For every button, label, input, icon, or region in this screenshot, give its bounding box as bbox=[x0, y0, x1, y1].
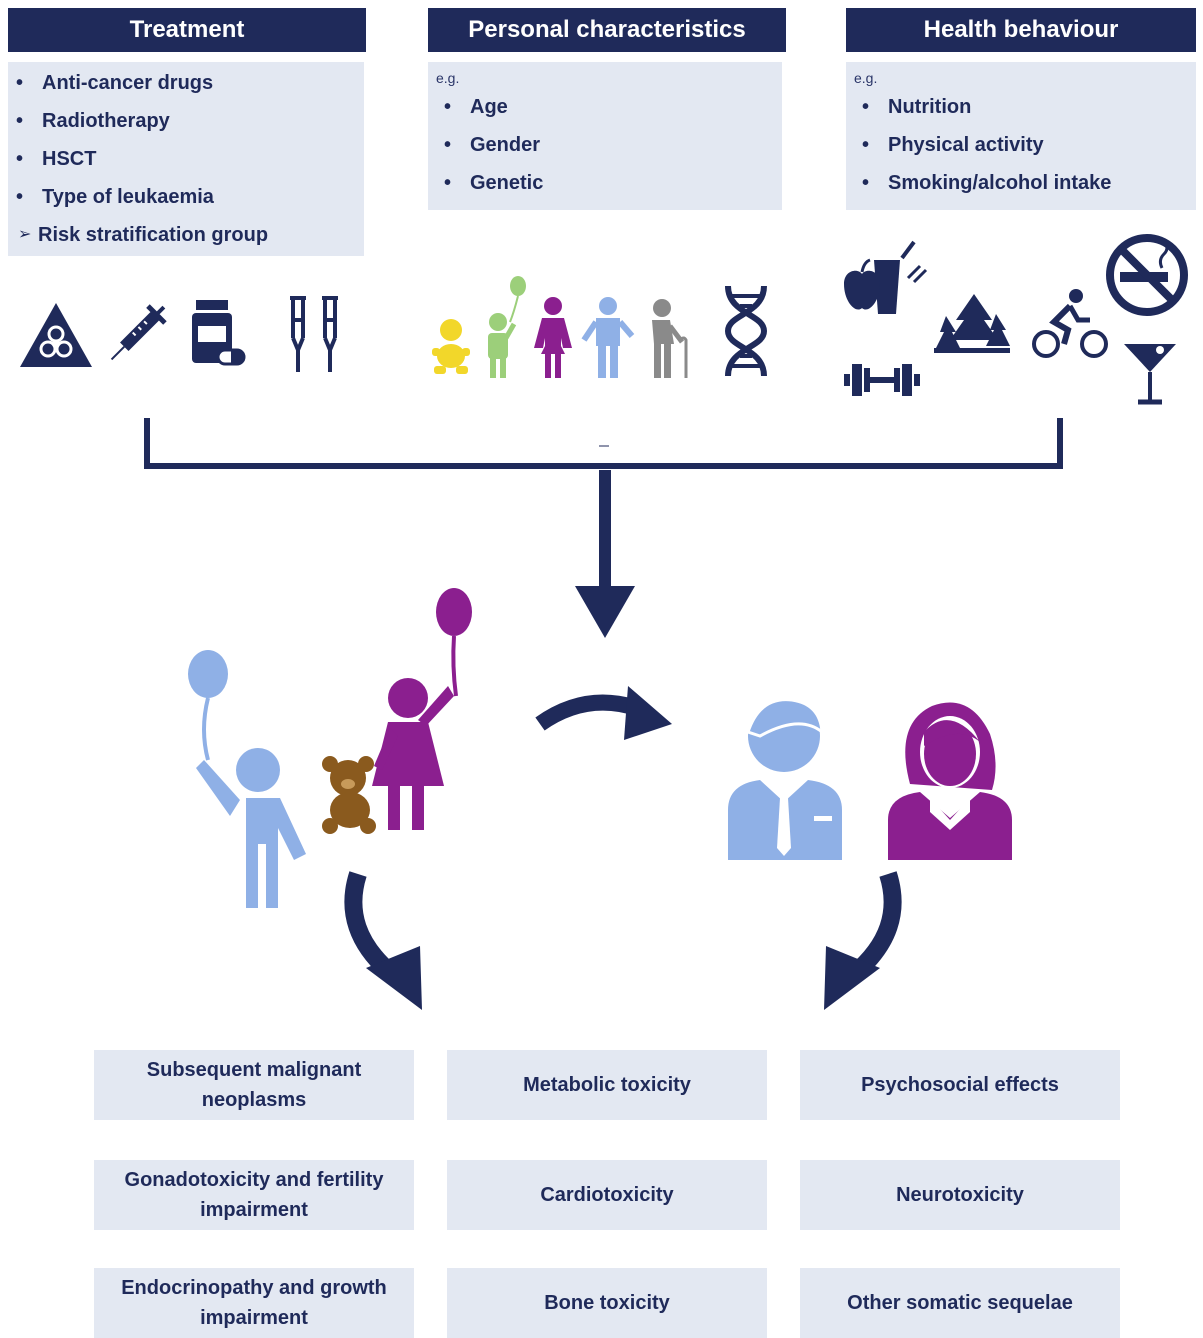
biohazard-icon bbox=[20, 303, 92, 367]
personal-eg-label: e.g. bbox=[436, 70, 460, 86]
cocktail-icon bbox=[1124, 344, 1176, 405]
teddy-bear-icon bbox=[322, 756, 376, 834]
health-behaviour-header: Health behaviour bbox=[846, 8, 1196, 52]
personal-item: Age bbox=[436, 88, 782, 126]
treatment-panel: Anti-cancer drugs Radiotherapy HSCT Type… bbox=[8, 62, 364, 256]
treatment-item: HSCT bbox=[8, 140, 364, 178]
woman-icon bbox=[534, 297, 572, 378]
health-eg-label: e.g. bbox=[854, 70, 878, 86]
treatment-subitem: Risk stratification group bbox=[8, 216, 364, 254]
outcome-box: Neurotoxicity bbox=[800, 1160, 1120, 1230]
treatment-item: Radiotherapy bbox=[8, 102, 364, 140]
personal-characteristics-header: Personal characteristics bbox=[428, 8, 786, 52]
outcome-box: Gonadotoxicity and fertility impairment bbox=[94, 1160, 414, 1230]
left-down-curved-arrow-icon bbox=[344, 871, 422, 1010]
health-behaviour-panel: e.g. Nutrition Physical activity Smoking… bbox=[846, 62, 1196, 210]
treatment-item: Anti-cancer drugs bbox=[8, 64, 364, 102]
baby-icon bbox=[432, 319, 470, 374]
dumbbell-icon bbox=[844, 364, 920, 396]
child-girl-with-balloon-icon bbox=[372, 588, 472, 830]
child-with-balloon-icon bbox=[488, 276, 526, 378]
dna-icon bbox=[724, 285, 768, 377]
health-item: Smoking/alcohol intake bbox=[854, 164, 1196, 202]
outcome-box: Endocrinopathy and growth impairment bbox=[94, 1268, 414, 1338]
trees-icon bbox=[934, 294, 1010, 353]
crutches-icon bbox=[290, 296, 338, 372]
personal-item: Gender bbox=[436, 126, 782, 164]
treatment-item: Type of leukaemia bbox=[8, 178, 364, 216]
outcome-box: Other somatic sequelae bbox=[800, 1268, 1120, 1338]
pill-bottle-icon bbox=[192, 300, 246, 366]
curved-arrow-icon bbox=[535, 686, 672, 740]
outcome-box: Metabolic toxicity bbox=[447, 1050, 767, 1120]
outcome-box: Psychosocial effects bbox=[800, 1050, 1120, 1120]
outcome-box: Bone toxicity bbox=[447, 1268, 767, 1338]
child-boy-with-balloon-icon bbox=[188, 650, 306, 908]
treatment-header: Treatment bbox=[8, 8, 366, 52]
health-item: Nutrition bbox=[854, 88, 1196, 126]
elderly-person-icon bbox=[652, 299, 688, 378]
man-icon bbox=[581, 297, 635, 378]
health-item: Physical activity bbox=[854, 126, 1196, 164]
adult-woman-icon bbox=[888, 702, 1012, 860]
no-smoking-icon bbox=[1106, 234, 1188, 316]
syringe-icon bbox=[110, 304, 167, 361]
outcome-box: Cardiotoxicity bbox=[447, 1160, 767, 1230]
healthy-food-icon bbox=[844, 240, 928, 314]
outcome-box: Subsequent malignant neoplasms bbox=[94, 1050, 414, 1120]
right-down-curved-arrow-icon bbox=[824, 871, 902, 1010]
personal-item: Genetic bbox=[436, 164, 782, 202]
cycling-icon bbox=[1032, 289, 1108, 358]
down-arrow-icon bbox=[575, 470, 635, 638]
personal-characteristics-panel: e.g. Age Gender Genetic bbox=[428, 62, 782, 210]
adult-man-icon bbox=[728, 698, 842, 860]
